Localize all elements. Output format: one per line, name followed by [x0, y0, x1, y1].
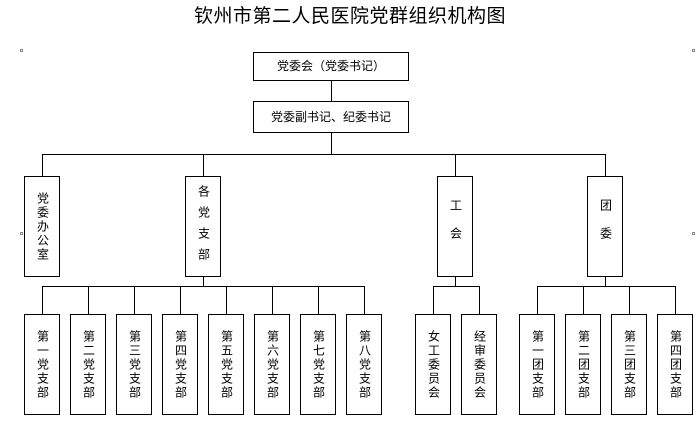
party-committee-box: 党委会（党委书记） — [253, 52, 409, 81]
connector — [331, 133, 332, 154]
selection-handle — [20, 49, 23, 52]
connector — [675, 286, 676, 314]
party-branch-box: 第八党支部 — [346, 314, 382, 415]
connector — [537, 286, 675, 287]
connector — [433, 286, 434, 314]
connector — [318, 286, 319, 314]
youth-branch-label: 第二团支部 — [576, 329, 591, 400]
party-branch-label: 第一党支部 — [35, 329, 50, 400]
connector — [605, 277, 606, 286]
connector — [537, 286, 538, 314]
party-branch-box: 第三党支部 — [116, 314, 152, 415]
connector — [455, 277, 456, 286]
selection-handle — [20, 232, 23, 235]
connector — [42, 154, 43, 176]
connector — [203, 277, 204, 286]
connector — [433, 286, 479, 287]
youth-branch-label: 第一团支部 — [530, 329, 545, 400]
youth-branch-box: 第二团支部 — [565, 314, 601, 415]
connector — [88, 286, 89, 314]
party-office-label: 党委办公室 — [35, 191, 50, 262]
party-branch-box: 第四党支部 — [162, 314, 198, 415]
party-branches-box: 各党支部 — [185, 176, 221, 277]
connector — [226, 286, 227, 314]
chart-title: 钦州市第二人民医院党群组织机构图 — [193, 5, 506, 27]
youth-league-label: 团委 — [598, 198, 613, 255]
deputy-secretary-label: 党委副书记、纪委书记 — [270, 109, 391, 124]
youth-branch-box: 第一团支部 — [519, 314, 555, 415]
union-unit-box: 经审委员会 — [461, 314, 497, 415]
selection-handle — [692, 49, 695, 52]
connector — [42, 286, 43, 314]
connector — [629, 286, 630, 314]
deputy-secretary-box: 党委副书记、纪委书记 — [253, 101, 409, 133]
party-branch-label: 第四党支部 — [173, 329, 188, 400]
union-unit-label: 经审委员会 — [472, 329, 487, 400]
union-unit-box: 女工委员会 — [415, 314, 451, 415]
union-unit-label: 女工委员会 — [426, 329, 441, 400]
youth-branch-label: 第三团支部 — [622, 329, 637, 400]
connector — [605, 154, 606, 176]
connector — [364, 286, 365, 314]
youth-branch-box: 第四团支部 — [657, 314, 693, 415]
trade-union-label: 工会 — [448, 198, 463, 255]
party-branches-label: 各党支部 — [196, 184, 211, 269]
party-branch-box: 第一党支部 — [24, 314, 60, 415]
youth-branch-label: 第四团支部 — [668, 329, 683, 400]
connector — [42, 154, 605, 155]
connector — [203, 154, 204, 176]
party-office-box: 党委办公室 — [24, 176, 60, 277]
connector — [272, 286, 273, 314]
party-branch-label: 第七党支部 — [311, 329, 326, 400]
party-branch-box: 第二党支部 — [70, 314, 106, 415]
youth-branch-box: 第三团支部 — [611, 314, 647, 415]
youth-league-box: 团委 — [587, 176, 623, 277]
party-branch-box: 第六党支部 — [254, 314, 290, 415]
party-branch-box: 第五党支部 — [208, 314, 244, 415]
party-branch-box: 第七党支部 — [300, 314, 336, 415]
selection-handle — [692, 232, 695, 235]
connector — [455, 154, 456, 176]
party-committee-label: 党委会（党委书记） — [276, 59, 385, 73]
party-branch-label: 第五党支部 — [219, 329, 234, 400]
connector — [180, 286, 181, 314]
connector — [479, 286, 480, 314]
trade-union-box: 工会 — [437, 176, 473, 277]
connector — [42, 286, 364, 287]
connector — [134, 286, 135, 314]
party-branch-label: 第三党支部 — [127, 329, 142, 400]
party-branch-label: 第八党支部 — [357, 329, 372, 400]
connector — [583, 286, 584, 314]
party-branch-label: 第六党支部 — [265, 329, 280, 400]
party-branch-label: 第二党支部 — [81, 329, 96, 400]
connector — [331, 81, 332, 101]
